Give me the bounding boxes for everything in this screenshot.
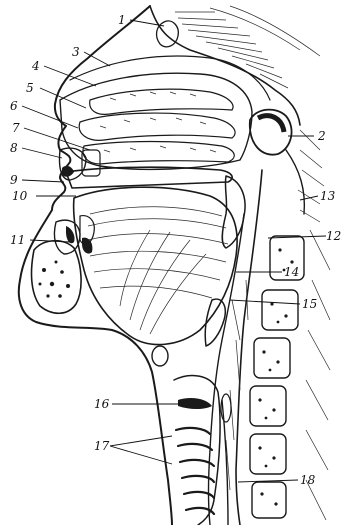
clivus: [286, 150, 304, 214]
label-4: 4: [31, 59, 40, 73]
label-15: 15: [302, 297, 317, 311]
leader-6: [22, 106, 78, 128]
cranial-base-inner: [70, 56, 270, 100]
vertebra-c2: [262, 290, 298, 330]
leader-15: [230, 300, 300, 304]
label-12: 12: [326, 229, 341, 243]
soft-palate-uvula: [222, 176, 245, 248]
occipital-hatching: [298, 130, 324, 222]
upper-lip-dark: [62, 166, 74, 177]
label-10: 10: [12, 189, 28, 203]
label-13: 13: [320, 189, 336, 203]
label-2: 2: [317, 129, 326, 143]
lower-lip-dark: [66, 226, 75, 243]
label-1: 1: [118, 13, 126, 27]
tongue: [74, 187, 238, 344]
vocal-fold: [178, 398, 212, 409]
label-7: 7: [12, 121, 20, 135]
inferior-turbinate: [83, 142, 234, 165]
vertebra-c6: [252, 482, 286, 518]
sphenoid-sinus-shading: [258, 116, 284, 132]
skull-hatching: [175, 6, 320, 88]
vertebra-c3: [254, 338, 290, 378]
leader-8: [22, 148, 62, 158]
mandible-trabecular: [39, 261, 71, 298]
label-18: 18: [300, 473, 316, 487]
hard-palate: [66, 167, 232, 188]
vertebra-c4: [250, 386, 286, 426]
vertebra-c5: [250, 434, 286, 474]
label-5: 5: [26, 81, 34, 95]
label-14: 14: [284, 265, 299, 279]
cranial-base: [150, 6, 300, 125]
pharynx-posterior-wall: [236, 170, 262, 525]
label-9: 9: [10, 173, 18, 187]
leader-9: [22, 180, 64, 182]
superior-turbinate: [90, 89, 233, 114]
label-11: 11: [10, 233, 25, 247]
label-3: 3: [72, 45, 80, 59]
leader-1: [130, 20, 164, 26]
label-17: 17: [94, 439, 110, 453]
hyoid-bone: [152, 346, 168, 366]
label-6: 6: [10, 99, 18, 113]
label-8: 8: [10, 141, 18, 155]
mandible: [32, 241, 82, 314]
label-16: 16: [94, 397, 110, 411]
leader-4: [44, 66, 96, 86]
